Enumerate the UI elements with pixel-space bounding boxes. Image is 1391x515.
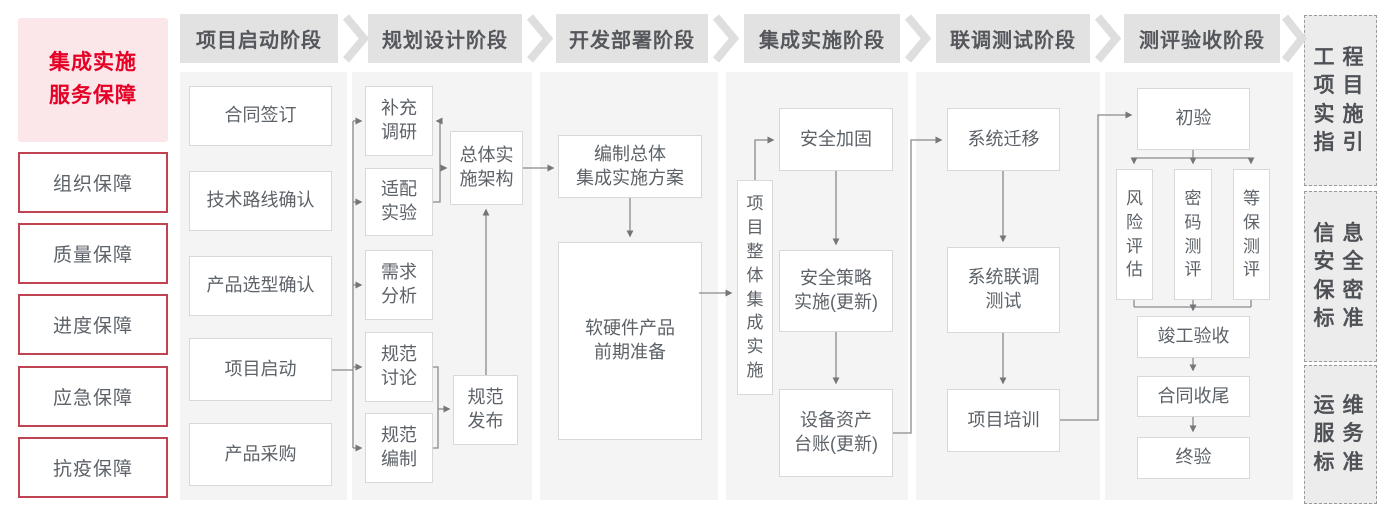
phase-header-planning: 规划设计阶段 [368,14,522,63]
standard-operation-maintenance: 运维服务标准 [1304,365,1377,504]
node-risk-assessment: 风险评估 [1116,169,1153,300]
guarantee-item-quality: 质量保障 [18,223,168,284]
node-adaptation-test: 适配 实验 [365,168,433,236]
service-guarantee-title-line1: 集成实施 [49,51,137,75]
node-completion-acceptance: 竣工验收 [1137,316,1250,358]
phase-header-deployment: 开发部署阶段 [556,14,708,63]
node-final-acceptance: 终验 [1137,437,1250,479]
node-supplement-research: 补充 调研 [365,86,433,156]
node-spec-release: 规范 发布 [453,375,518,445]
guarantee-item-schedule: 进度保障 [18,294,168,355]
phase-header-kickoff: 项目启动阶段 [180,14,338,63]
node-spec-discussion: 规范 讨论 [365,332,433,402]
node-spec-drafting: 规范 编制 [365,413,433,483]
service-guarantee-title: 集成实施 服务保障 [18,18,168,142]
guarantee-item-organization: 组织保障 [18,152,168,213]
node-contract-closure: 合同收尾 [1137,376,1250,417]
node-project-training: 项目培训 [947,389,1060,452]
node-security-hardening: 安全加固 [779,108,893,171]
standard-information-security: 信息安全保密标准 [1304,191,1377,362]
guarantee-item-emergency: 应急保障 [18,366,168,427]
node-project-kickoff: 项目启动 [189,338,332,401]
phase-header-joint-testing: 联调测试阶段 [936,14,1090,63]
node-initial-acceptance: 初验 [1137,88,1250,150]
node-asset-ledger-update: 设备资产 台账(更新) [779,389,893,477]
service-guarantee-title-line2: 服务保障 [49,84,137,107]
phase-header-integration: 集成实施阶段 [744,14,900,63]
node-system-migration: 系统迁移 [947,108,1060,171]
node-product-preparation: 软硬件产品 前期准备 [558,242,702,440]
node-overall-architecture: 总体实 施架构 [450,131,523,205]
node-classified-protection-evaluation: 等保测评 [1233,169,1270,300]
node-tech-route-confirm: 技术路线确认 [189,171,332,231]
guarantee-item-epidemic: 抗疫保障 [18,437,168,498]
node-overall-integration-implementation: 项目整体集成实施 [737,180,773,395]
node-contract-sign: 合同签订 [189,86,332,146]
standard-project-implementation-guide: 工程项目实施指引 [1304,15,1377,186]
node-security-policy-update: 安全策略 实施(更新) [779,250,893,332]
node-requirement-analysis: 需求 分析 [365,250,433,320]
node-system-joint-testing: 系统联调 测试 [947,247,1060,333]
node-product-procurement: 产品采购 [189,423,332,486]
phase-header-acceptance: 测评验收阶段 [1124,14,1280,63]
node-overall-integration-plan: 编制总体 集成实施方案 [558,135,702,198]
node-product-selection-confirm: 产品选型确认 [189,256,332,316]
node-crypto-evaluation: 密码测评 [1174,169,1212,300]
